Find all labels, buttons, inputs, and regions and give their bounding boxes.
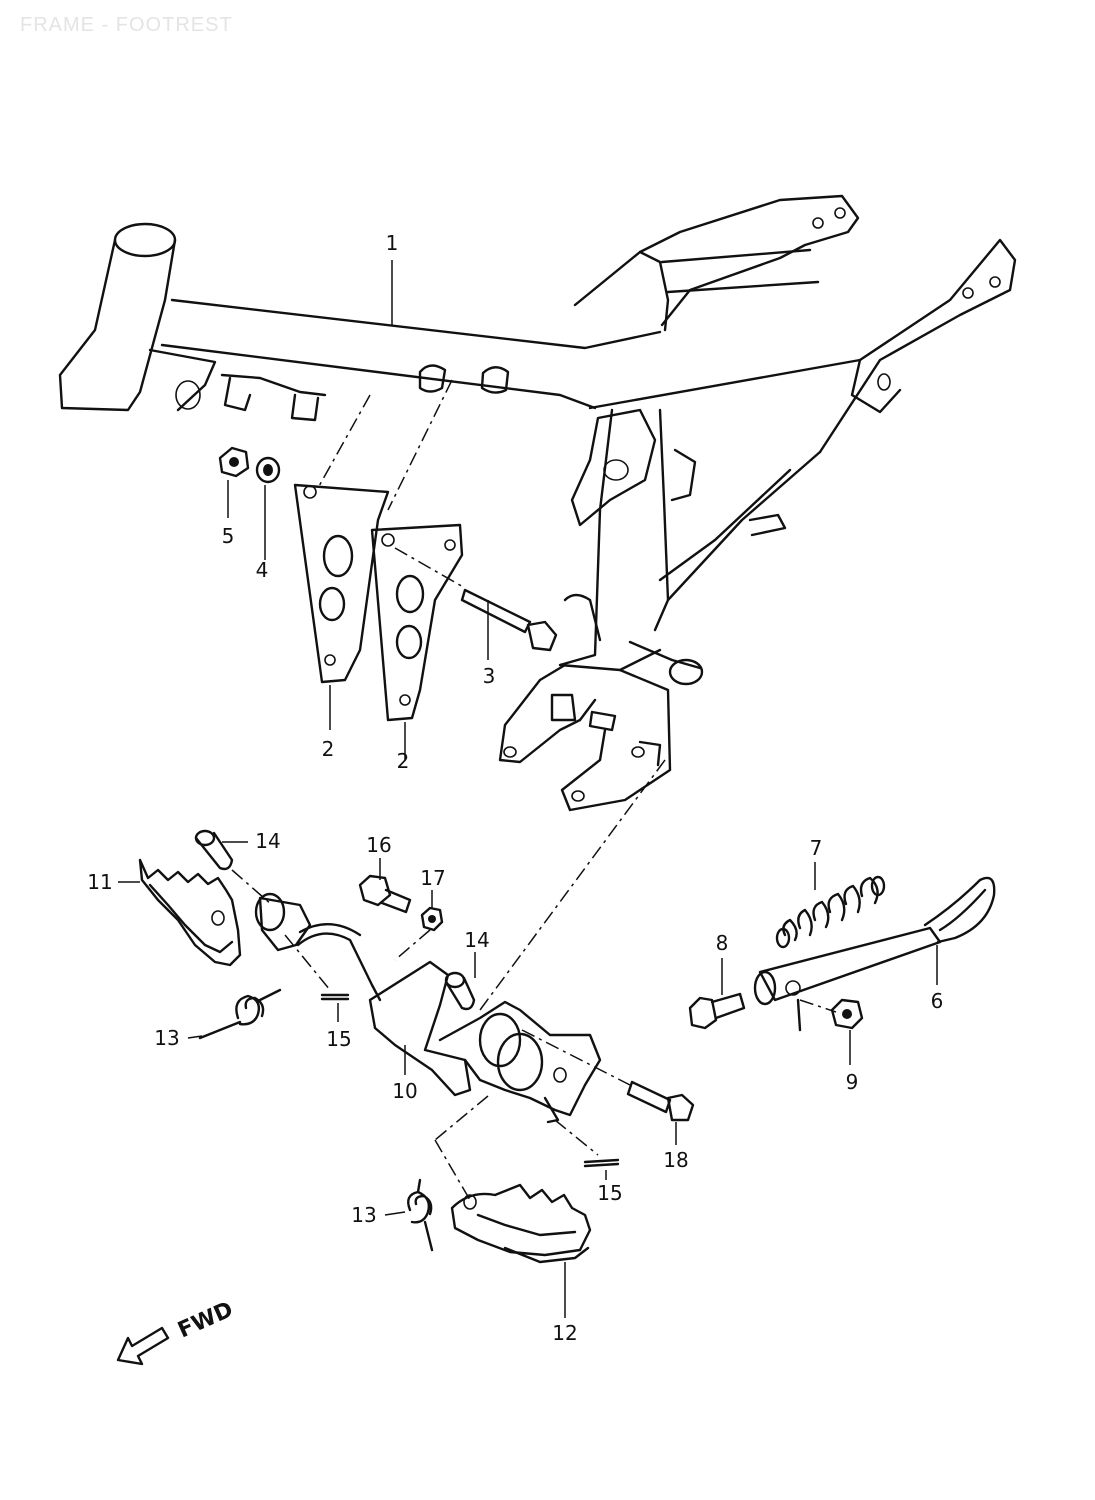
page-title: FRAME - FOOTREST xyxy=(20,14,233,36)
footrest-bracket-front[interactable] xyxy=(370,523,464,722)
callout-17: 17 xyxy=(420,866,445,890)
fwd-label: FWD xyxy=(174,1297,237,1343)
footrest-left[interactable] xyxy=(138,858,312,967)
bolt-long[interactable] xyxy=(460,588,558,652)
callout-14a: 14 xyxy=(255,829,280,853)
callout-3: 3 xyxy=(483,664,496,688)
return-spring-left[interactable] xyxy=(198,988,282,1040)
forward-arrow-icon xyxy=(116,1326,170,1366)
callout-11: 11 xyxy=(87,870,112,894)
footrest-bracket-rear[interactable] xyxy=(293,483,390,684)
bolt-pivot[interactable] xyxy=(626,1080,695,1122)
callout-7: 7 xyxy=(810,836,823,860)
cotter-pin-right[interactable] xyxy=(583,1158,620,1168)
callout-4: 4 xyxy=(256,558,269,582)
callout-12: 12 xyxy=(552,1321,577,1345)
footrest-bracket-assembly[interactable] xyxy=(296,922,602,1124)
callout-9: 9 xyxy=(846,1070,859,1094)
stand-spring[interactable] xyxy=(775,875,886,949)
callout-15b: 15 xyxy=(597,1181,622,1205)
callout-5: 5 xyxy=(222,524,235,548)
callout-1: 1 xyxy=(386,231,399,255)
assembly-lines xyxy=(231,379,837,1201)
callout-6: 6 xyxy=(931,989,944,1013)
callout-10: 10 xyxy=(392,1079,417,1103)
callout-numbers: 1 5 4 3 2 2 7 6 8 9 10 11 12 13 13 14 14… xyxy=(87,231,943,1345)
forward-direction-indicator: FWD xyxy=(116,1297,237,1366)
callout-15a: 15 xyxy=(326,1027,351,1051)
pin-lower[interactable] xyxy=(444,971,476,1011)
stand-nut[interactable] xyxy=(830,998,864,1030)
callout-18: 18 xyxy=(663,1148,688,1172)
nut-small[interactable] xyxy=(420,906,444,932)
bolt-small[interactable] xyxy=(358,874,412,914)
callout-13b: 13 xyxy=(351,1203,376,1227)
nut-part[interactable] xyxy=(218,446,250,478)
callout-14b: 14 xyxy=(464,928,489,952)
frame-part[interactable] xyxy=(58,194,1017,812)
callout-13a: 13 xyxy=(154,1026,179,1050)
callout-2a: 2 xyxy=(322,737,335,761)
callout-16: 16 xyxy=(366,833,391,857)
stand-bolt[interactable] xyxy=(688,992,746,1030)
cotter-pin-left[interactable] xyxy=(320,993,350,1001)
leader-lines xyxy=(118,260,938,1318)
callout-8: 8 xyxy=(716,931,729,955)
footrest-right[interactable] xyxy=(450,1183,592,1264)
pin-upper[interactable] xyxy=(194,829,234,871)
side-stand[interactable] xyxy=(753,876,996,1032)
return-spring-right[interactable] xyxy=(407,1178,434,1252)
callout-2b: 2 xyxy=(397,749,410,773)
washer-part[interactable] xyxy=(255,456,281,484)
